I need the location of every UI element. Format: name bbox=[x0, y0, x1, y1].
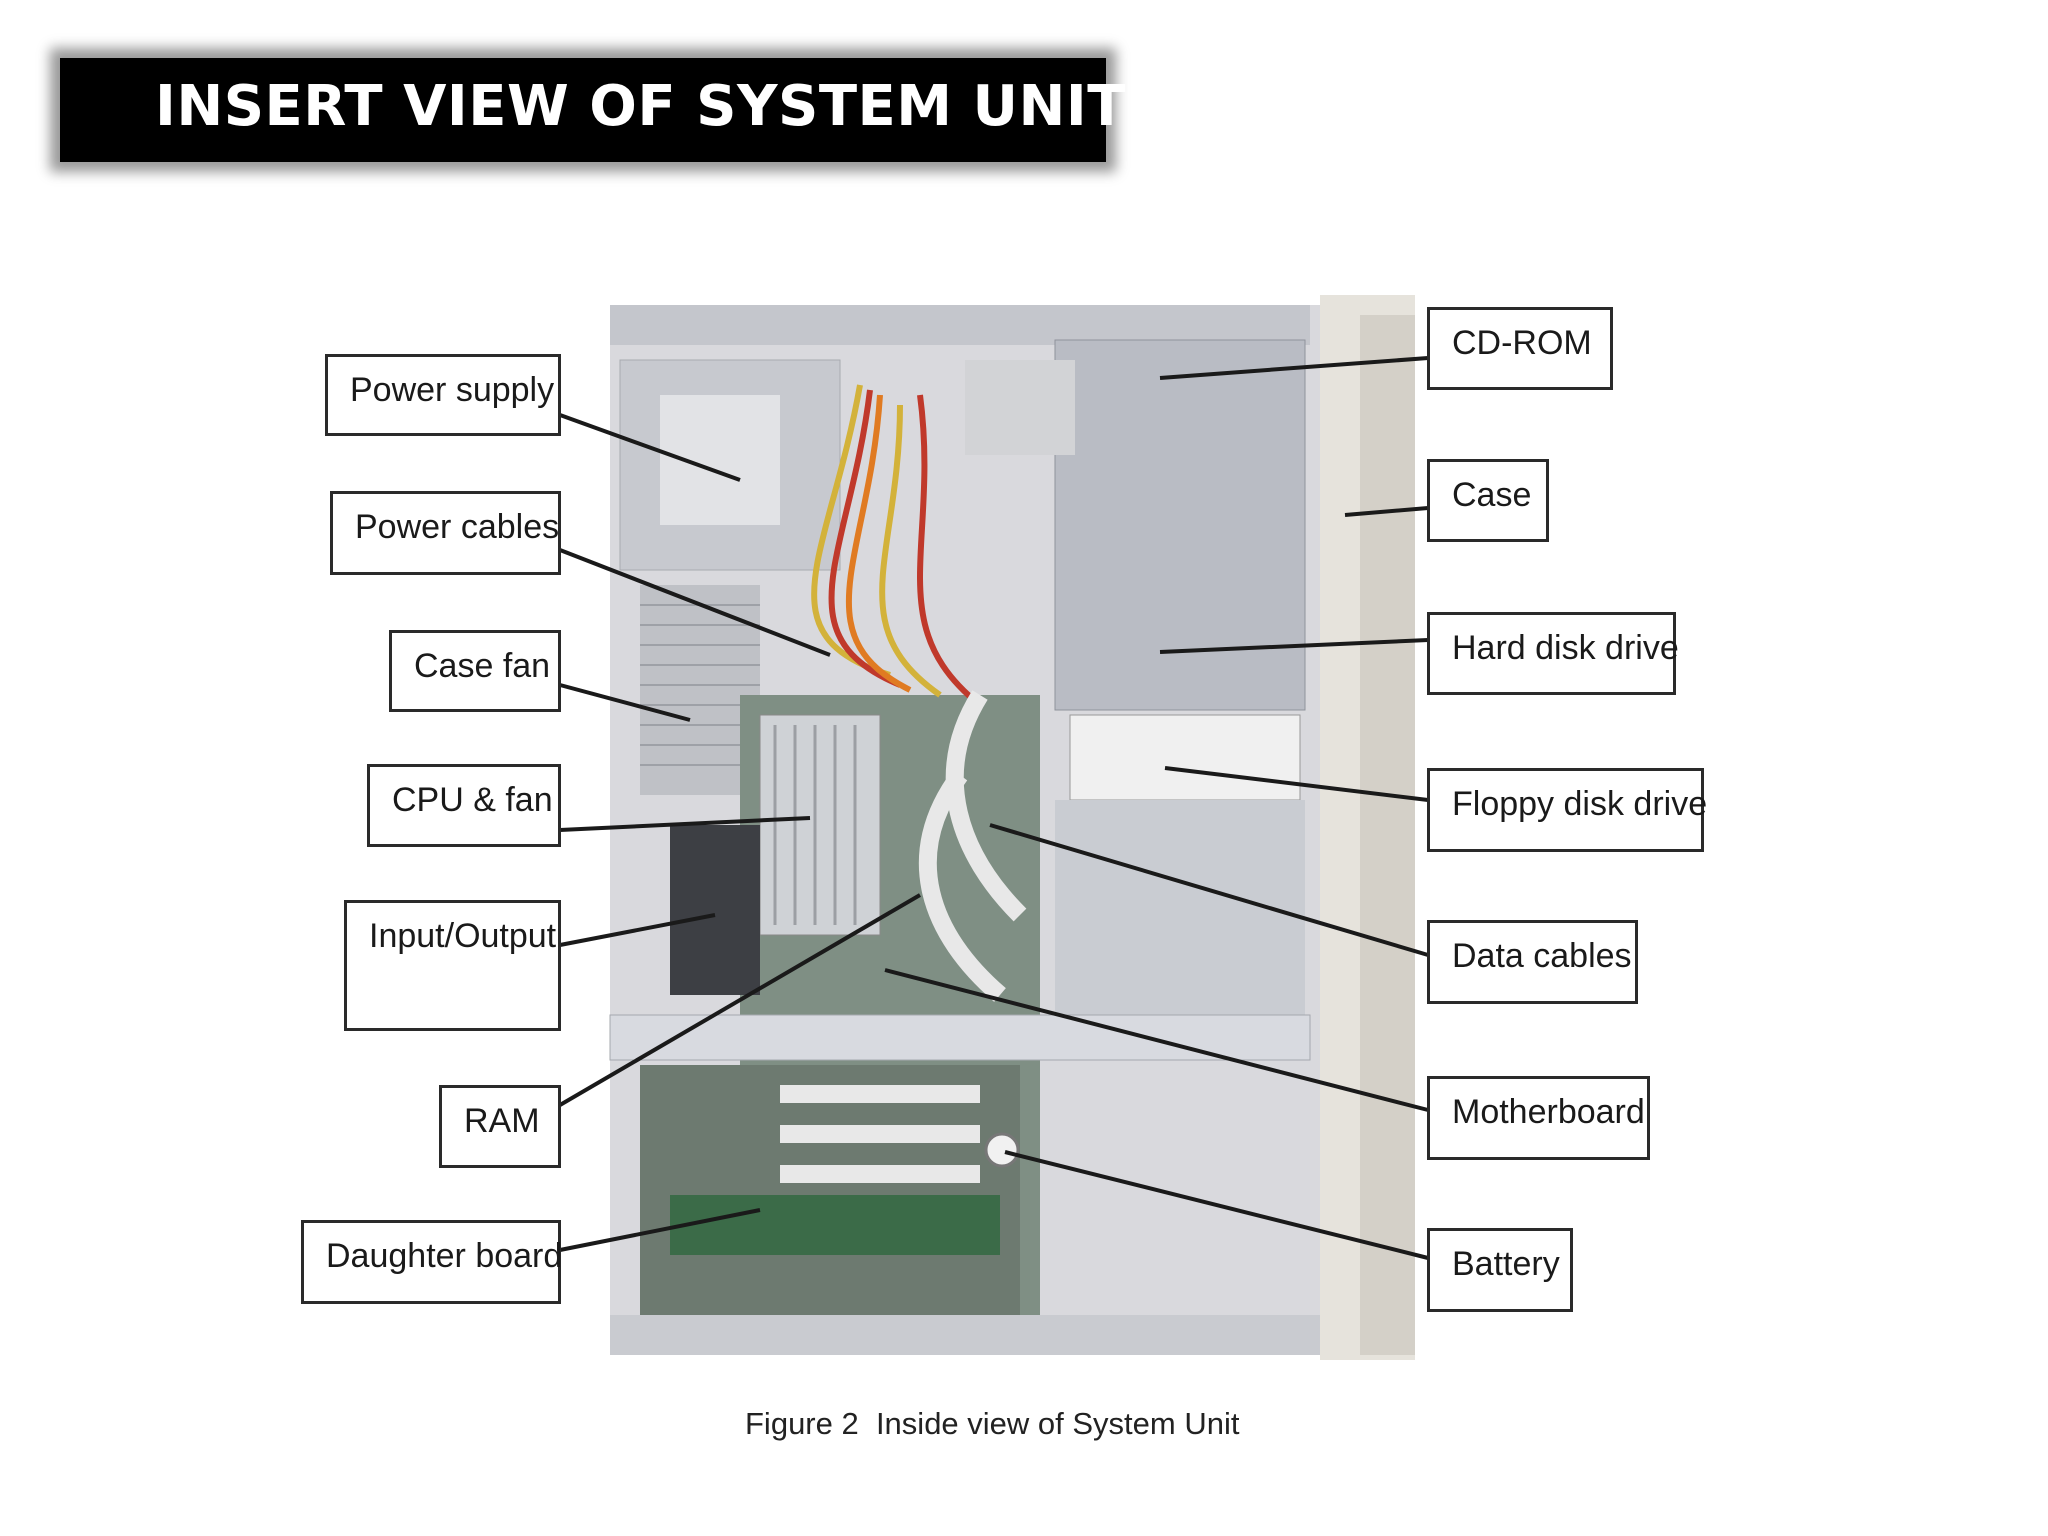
case-floor bbox=[610, 1315, 1320, 1355]
leader-power-supply bbox=[559, 413, 741, 482]
label-motherboard: Motherboard bbox=[1427, 1076, 1650, 1160]
pci-slot-3 bbox=[780, 1165, 980, 1183]
daughter-card bbox=[670, 1195, 1000, 1255]
label-ram: RAM bbox=[439, 1085, 561, 1168]
leader-case bbox=[1344, 506, 1429, 517]
cross-brace bbox=[609, 1014, 1311, 1061]
label-power-cables: Power cables bbox=[330, 491, 561, 575]
leader-daughter-board bbox=[559, 1208, 761, 1252]
floppy-bay bbox=[1069, 714, 1301, 801]
cpu-heatsink bbox=[759, 714, 881, 936]
label-data-cables: Data cables bbox=[1427, 920, 1638, 1004]
pci-slot-1 bbox=[780, 1085, 980, 1103]
ribbon-cables bbox=[918, 690, 1027, 1002]
label-hard-disk-drive: Hard disk drive bbox=[1427, 612, 1679, 695]
slide-title-bar: INSERT VIEW OF SYSTEM UNIT bbox=[60, 58, 1125, 162]
leader-power-cables bbox=[559, 548, 831, 657]
label-input-output: Input/Output bbox=[344, 900, 561, 1031]
pci-slot-2 bbox=[780, 1125, 980, 1143]
label-case: Case bbox=[1427, 459, 1549, 542]
system-unit-photo bbox=[609, 295, 1415, 1360]
leader-battery bbox=[1004, 1150, 1429, 1260]
label-case-fan: Case fan bbox=[389, 630, 561, 712]
io-panel bbox=[670, 825, 760, 995]
top-rail bbox=[610, 305, 1310, 345]
label-power-supply: Power supply bbox=[325, 354, 561, 436]
figure-caption: Figure 2 Inside view of System Unit bbox=[745, 1406, 1240, 1441]
leader-input-output bbox=[559, 913, 716, 947]
label-floppy-disk-drive: Floppy disk drive bbox=[1427, 768, 1707, 852]
slide-title: INSERT VIEW OF SYSTEM UNIT bbox=[155, 74, 1126, 139]
cdrom-drive bbox=[965, 360, 1075, 455]
leader-data-cables bbox=[989, 823, 1429, 957]
leader-cd-rom bbox=[1159, 356, 1429, 380]
label-battery: Battery bbox=[1427, 1228, 1573, 1312]
expansion-area bbox=[640, 1065, 1020, 1315]
heatsink-fins bbox=[773, 725, 857, 925]
cmos-battery bbox=[984, 1132, 1020, 1168]
leader-floppy bbox=[1164, 766, 1429, 802]
leader-cpu-fan bbox=[559, 816, 811, 832]
power-cable-bundle bbox=[811, 384, 982, 708]
label-cd-rom: CD-ROM bbox=[1427, 307, 1613, 390]
leader-hard-disk bbox=[1159, 638, 1429, 654]
leader-case-fan bbox=[559, 683, 691, 722]
leader-ram bbox=[558, 893, 922, 1107]
leader-motherboard bbox=[884, 968, 1429, 1112]
label-daughter-board: Daughter board bbox=[301, 1220, 562, 1304]
label-cpu-fan: CPU & fan bbox=[367, 764, 561, 847]
lower-bay bbox=[1055, 800, 1305, 1030]
